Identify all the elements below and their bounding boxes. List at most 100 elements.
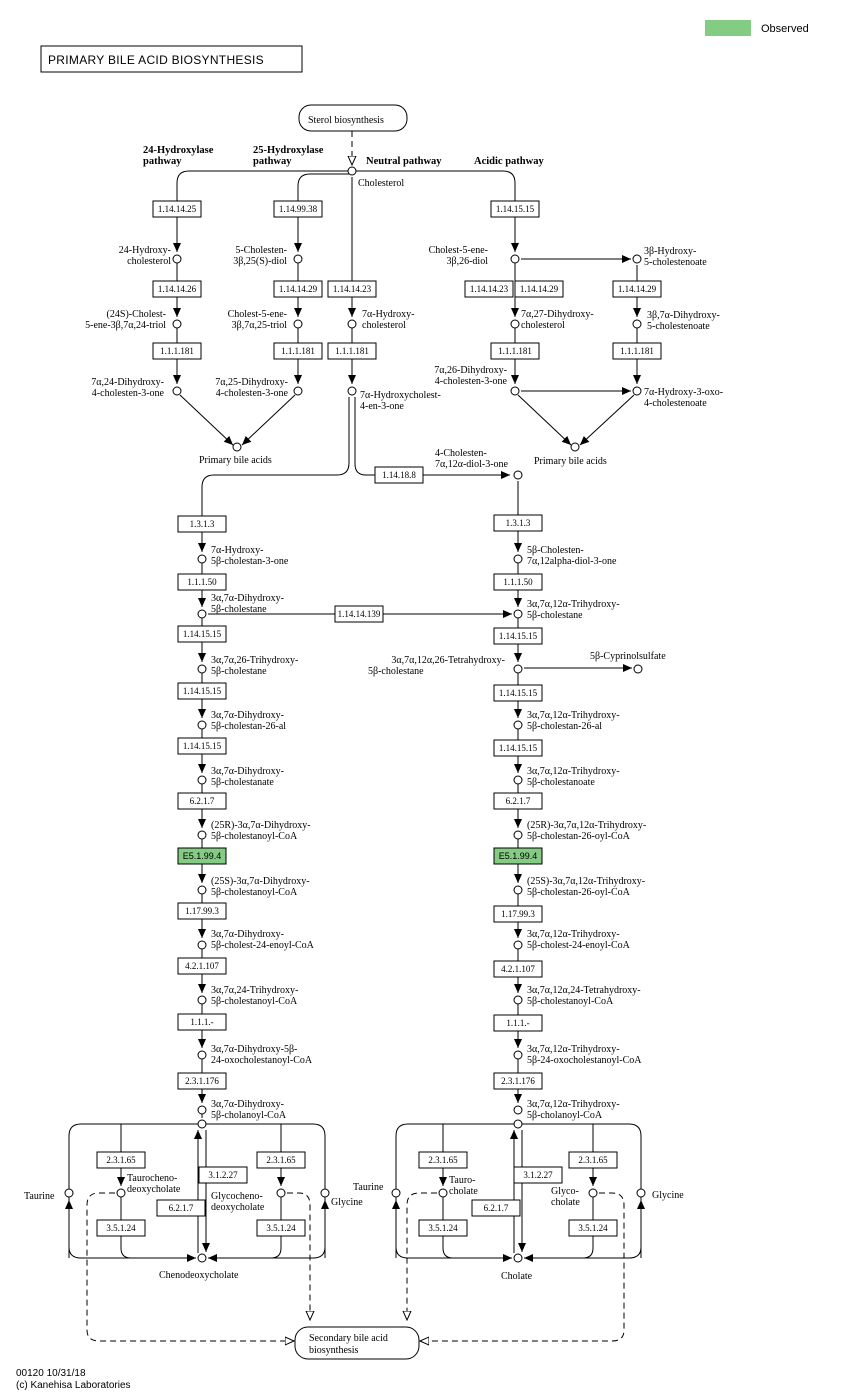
svg-text:Cholate: Cholate bbox=[501, 1271, 533, 1282]
enzyme-r-e11[interactable]: 2.3.1.176 bbox=[493, 1072, 543, 1090]
enzyme-e-neu2[interactable]: 1.1.1.181 bbox=[327, 342, 377, 360]
svg-text:1.14.14.23: 1.14.14.23 bbox=[470, 284, 509, 294]
enzyme-lb-4[interactable]: 6.2.1.7 bbox=[156, 1199, 206, 1217]
enzyme-l-e10[interactable]: 1.1.1.- bbox=[177, 1013, 227, 1031]
enzyme-e-24c[interactable]: 1.1.1.181 bbox=[152, 342, 202, 360]
enzyme-lb-1[interactable]: 2.3.1.65 bbox=[96, 1151, 146, 1169]
svg-text:Glycine: Glycine bbox=[652, 1190, 684, 1201]
svg-text:3α,7α,12α-Trihydroxy-: 3α,7α,12α-Trihydroxy- bbox=[527, 710, 620, 721]
map-link-sterol-biosynthesis[interactable] bbox=[298, 104, 408, 132]
enzyme-e-neu[interactable]: 1.14.14.23 bbox=[327, 280, 377, 298]
enzyme-rb-4[interactable]: 6.2.1.7 bbox=[471, 1199, 521, 1217]
svg-text:4-cholesten-3-one: 4-cholesten-3-one bbox=[435, 376, 508, 387]
svg-text:3α,7α-Dihydroxy-: 3α,7α-Dihydroxy- bbox=[211, 710, 284, 721]
enzyme-e-acid3[interactable]: 1.14.14.29 bbox=[612, 280, 662, 298]
enzyme-l-e11[interactable]: 2.3.1.176 bbox=[177, 1072, 227, 1090]
enzyme-lb-2[interactable]: 3.5.1.24 bbox=[96, 1219, 146, 1237]
enzyme-lb-5[interactable]: 2.3.1.65 bbox=[256, 1151, 306, 1169]
enzyme-l-e7-observed[interactable]: E5.1.99.4 bbox=[177, 847, 227, 865]
header-24-hydroxylase: 24-Hydroxylase bbox=[143, 145, 214, 156]
svg-text:5-ene-3β,7α,24-triol: 5-ene-3β,7α,24-triol bbox=[85, 320, 166, 331]
svg-text:1.1.1.181: 1.1.1.181 bbox=[160, 346, 194, 356]
enzyme-l-e6[interactable]: 6.2.1.7 bbox=[177, 792, 227, 810]
enzyme-r-e1[interactable]: 1.3.1.3 bbox=[493, 514, 543, 532]
svg-text:1.17.99.3: 1.17.99.3 bbox=[185, 906, 219, 916]
enzyme-l-e8[interactable]: 1.17.99.3 bbox=[177, 902, 227, 920]
svg-text:Primary bile acids: Primary bile acids bbox=[199, 455, 272, 466]
enzyme-r-e2[interactable]: 1.1.1.50 bbox=[493, 573, 543, 591]
svg-text:4-cholesten-3-one: 4-cholesten-3-one bbox=[216, 388, 289, 399]
enzyme-e-25b[interactable]: 1.14.14.29 bbox=[273, 280, 323, 298]
enzyme-l-e1[interactable]: 1.3.1.3 bbox=[177, 515, 227, 533]
enzyme-l-e3[interactable]: 1.14.15.15 bbox=[177, 625, 227, 643]
svg-text:Tauro-: Tauro- bbox=[449, 1175, 476, 1186]
svg-text:5-Cholesten-: 5-Cholesten- bbox=[235, 245, 287, 256]
enzyme-r-e8[interactable]: 1.17.99.3 bbox=[493, 905, 543, 923]
svg-text:5β-cholest-24-enoyl-CoA: 5β-cholest-24-enoyl-CoA bbox=[211, 940, 315, 951]
svg-text:cholesterol: cholesterol bbox=[362, 320, 406, 331]
enzyme-e-25c[interactable]: 1.1.1.181 bbox=[273, 342, 323, 360]
svg-text:1.14.15.15: 1.14.15.15 bbox=[183, 741, 222, 751]
svg-text:3.1.2.27: 3.1.2.27 bbox=[208, 1170, 238, 1180]
svg-text:3α,7α,26-Trihydroxy-: 3α,7α,26-Trihydroxy- bbox=[211, 655, 298, 666]
enzyme-r-e7-observed[interactable]: E5.1.99.4 bbox=[493, 847, 543, 865]
svg-text:(24S)-Cholest-: (24S)-Cholest- bbox=[107, 309, 166, 320]
enzyme-r-e3[interactable]: 1.14.15.15 bbox=[493, 627, 543, 645]
enzyme-r-e9[interactable]: 4.2.1.107 bbox=[493, 960, 543, 978]
enzyme-r-e5[interactable]: 1.14.15.15 bbox=[493, 739, 543, 757]
svg-text:5β-cholest-24-enoyl-CoA: 5β-cholest-24-enoyl-CoA bbox=[527, 940, 631, 951]
enzyme-e-acid2a[interactable]: 1.14.14.23 bbox=[464, 280, 514, 298]
enzyme-e-acid2b[interactable]: 1.14.14.29 bbox=[514, 280, 564, 298]
svg-text:7α-Hydroxy-: 7α-Hydroxy- bbox=[211, 545, 263, 556]
enzyme-l-e4[interactable]: 1.14.15.15 bbox=[177, 682, 227, 700]
svg-text:2.3.1.65: 2.3.1.65 bbox=[428, 1155, 458, 1165]
svg-text:(25R)-3α,7α,12α-Trihydroxy-: (25R)-3α,7α,12α-Trihydroxy- bbox=[527, 820, 646, 831]
enzyme-r-e4[interactable]: 1.14.15.15 bbox=[493, 684, 543, 702]
svg-text:3α,7α,12α-Trihydroxy-: 3α,7α,12α-Trihydroxy- bbox=[527, 929, 620, 940]
enzyme-e-24b[interactable]: 1.14.14.26 bbox=[152, 280, 202, 298]
svg-text:1.1.1.181: 1.1.1.181 bbox=[335, 346, 369, 356]
map-link-secondary-bile-acid[interactable] bbox=[294, 1326, 420, 1360]
enzyme-l-e5[interactable]: 1.14.15.15 bbox=[177, 737, 227, 755]
enzyme-r-e6[interactable]: 6.2.1.7 bbox=[493, 792, 543, 810]
enzyme-rb-1[interactable]: 2.3.1.65 bbox=[418, 1151, 468, 1169]
enzyme-e-cross[interactable]: 1.14.14.139 bbox=[334, 605, 384, 623]
enzyme-rb-2[interactable]: 3.5.1.24 bbox=[418, 1219, 468, 1237]
enzyme-e-24a[interactable]: 1.14.14.25 bbox=[152, 200, 202, 218]
svg-text:1.14.14.29: 1.14.14.29 bbox=[279, 284, 318, 294]
enzyme-rb-5[interactable]: 2.3.1.65 bbox=[568, 1151, 618, 1169]
enzyme-e-12a[interactable]: 1.14.18.8 bbox=[374, 466, 424, 484]
svg-text:5β-cholestane: 5β-cholestane bbox=[368, 666, 424, 677]
enzyme-l-e2[interactable]: 1.1.1.50 bbox=[177, 573, 227, 591]
enzyme-e-acid5[interactable]: 1.1.1.181 bbox=[612, 342, 662, 360]
svg-text:5β-cholestane: 5β-cholestane bbox=[527, 610, 583, 621]
enzyme-rb-3[interactable]: 3.1.2.27 bbox=[513, 1166, 563, 1184]
svg-text:5β-cholestane: 5β-cholestane bbox=[211, 604, 267, 615]
enzyme-l-e9[interactable]: 4.2.1.107 bbox=[177, 957, 227, 975]
svg-text:deoxycholate: deoxycholate bbox=[211, 1202, 265, 1213]
legend-swatch bbox=[705, 20, 751, 36]
compound-nodes[interactable] bbox=[64, 166, 646, 1263]
svg-text:2.3.1.176: 2.3.1.176 bbox=[501, 1076, 535, 1086]
svg-text:7α-Hydroxy-3-oxo-: 7α-Hydroxy-3-oxo- bbox=[644, 387, 723, 398]
enzyme-lb-3[interactable]: 3.1.2.27 bbox=[198, 1166, 248, 1184]
enzyme-e-acid4[interactable]: 1.1.1.181 bbox=[490, 342, 540, 360]
enzyme-r-e10[interactable]: 1.1.1.- bbox=[493, 1014, 543, 1032]
svg-text:Cholest-5-ene-: Cholest-5-ene- bbox=[429, 245, 488, 256]
svg-text:1.14.15.15: 1.14.15.15 bbox=[183, 686, 222, 696]
enzyme-rb-6[interactable]: 3.5.1.24 bbox=[568, 1219, 618, 1237]
enzyme-e-25a[interactable]: 1.14.99.38 bbox=[273, 200, 323, 218]
svg-text:3α,7α,12α,24-Tetrahydroxy-: 3α,7α,12α,24-Tetrahydroxy- bbox=[527, 985, 641, 996]
map-link-sterol-label: Sterol biosynthesis bbox=[308, 115, 384, 126]
svg-text:7α,26-Dihydroxy-: 7α,26-Dihydroxy- bbox=[434, 365, 507, 376]
svg-text:E5.1.99.4: E5.1.99.4 bbox=[499, 851, 538, 861]
svg-text:1.1.1.50: 1.1.1.50 bbox=[187, 577, 217, 587]
svg-text:5β-24-oxocholestanoyl-CoA: 5β-24-oxocholestanoyl-CoA bbox=[527, 1055, 642, 1066]
enzyme-e-acid1[interactable]: 1.14.15.15 bbox=[490, 200, 540, 218]
enzyme-lb-6[interactable]: 3.5.1.24 bbox=[256, 1219, 306, 1237]
svg-text:cholate: cholate bbox=[449, 1186, 478, 1197]
svg-text:Glyco-: Glyco- bbox=[551, 1186, 579, 1197]
map-title-box bbox=[40, 45, 303, 73]
svg-text:3α,7α,12α-Trihydroxy-: 3α,7α,12α-Trihydroxy- bbox=[527, 1044, 620, 1055]
